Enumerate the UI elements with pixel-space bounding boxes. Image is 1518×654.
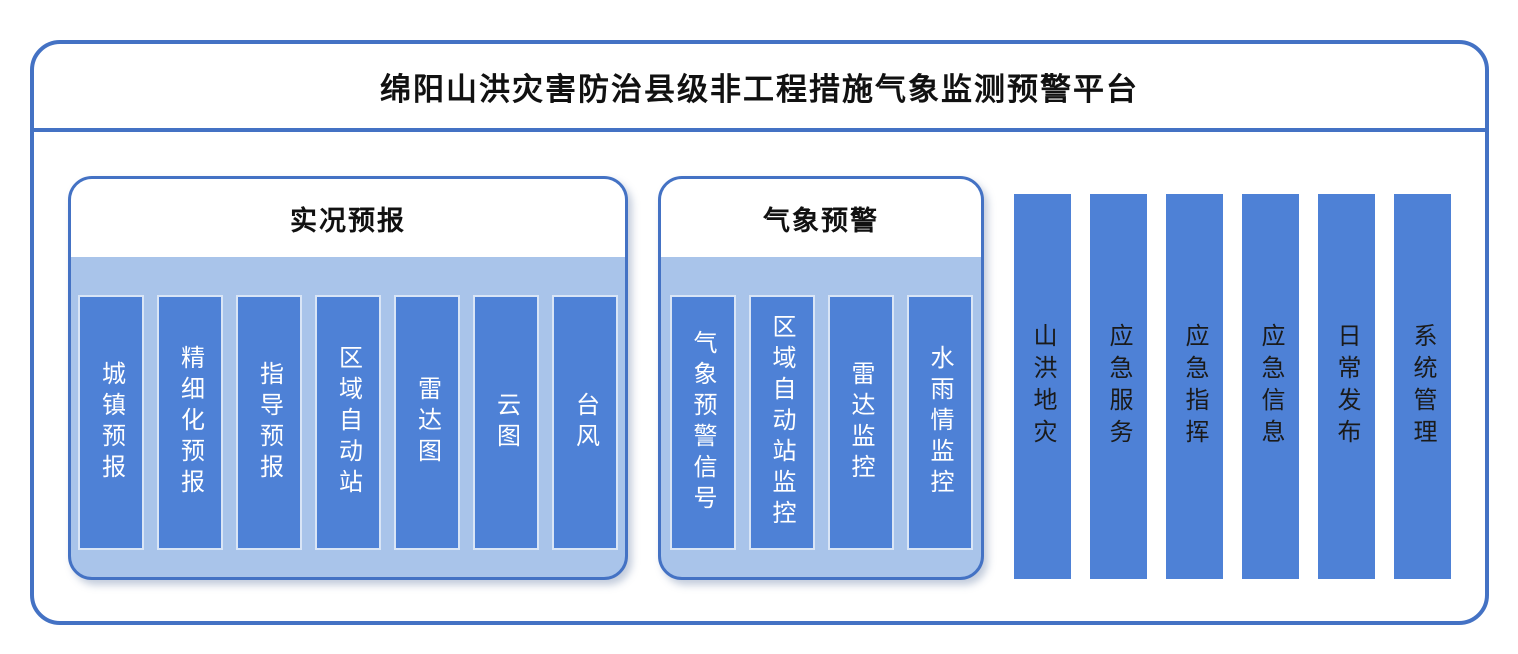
module-bar-emergency-command: 应急指挥: [1166, 194, 1223, 579]
module-bar-radar-monitor: 雷达监控: [827, 295, 894, 550]
module-bar-regional-auto-station: 区域自动站: [315, 295, 381, 550]
module-label: 区域自动站监控: [768, 314, 795, 531]
standalone-modules: 山洪地灾 应急服务 应急指挥 应急信息 日常发布 系统管理: [1014, 194, 1451, 579]
module-label: 系统管理: [1409, 322, 1436, 451]
module-label: 云图: [492, 391, 520, 454]
group-weather-warning: 气象预警 气象预警信号 区域自动站监控 雷达监控 水雨情监控: [658, 176, 984, 580]
module-bar-warning-signal: 气象预警信号: [669, 295, 736, 550]
module-label: 水雨情监控: [926, 345, 953, 500]
module-label: 日常发布: [1333, 322, 1360, 451]
module-label: 应急指挥: [1181, 322, 1208, 451]
module-label: 台风: [571, 391, 599, 454]
page-title: 绵阳山洪灾害防治县级非工程措施气象监测预警平台: [34, 44, 1485, 132]
module-bar-typhoon: 台风: [552, 295, 618, 550]
module-label: 精细化预报: [176, 345, 204, 500]
module-bar-town-forecast: 城镇预报: [78, 295, 144, 550]
content-area: 实况预报 城镇预报 精细化预报 指导预报 区域自动站 雷达图 云图: [34, 132, 1485, 580]
module-label: 雷达图: [413, 376, 441, 469]
module-bar-water-rain-monitor: 水雨情监控: [906, 295, 973, 550]
module-bar-mountain-flood-geohazard: 山洪地灾: [1014, 194, 1071, 579]
group-weather-warning-body: 气象预警信号 区域自动站监控 雷达监控 水雨情监控: [661, 257, 981, 577]
module-bar-emergency-info: 应急信息: [1242, 194, 1299, 579]
module-label: 气象预警信号: [689, 329, 716, 516]
module-label: 城镇预报: [97, 360, 125, 485]
module-label: 指导预报: [255, 360, 283, 485]
module-bar-emergency-service: 应急服务: [1090, 194, 1147, 579]
module-bar-cloud-chart: 云图: [473, 295, 539, 550]
module-bar-refined-forecast: 精细化预报: [157, 295, 223, 550]
module-bar-system-management: 系统管理: [1394, 194, 1451, 579]
module-bar-radar-chart: 雷达图: [394, 295, 460, 550]
group-live-forecast: 实况预报 城镇预报 精细化预报 指导预报 区域自动站 雷达图 云图: [68, 176, 628, 580]
module-bar-daily-release: 日常发布: [1318, 194, 1375, 579]
group-weather-warning-title: 气象预警: [661, 179, 981, 257]
module-label: 应急信息: [1257, 322, 1284, 451]
module-label: 区域自动站: [334, 345, 362, 500]
module-label: 山洪地灾: [1029, 322, 1056, 451]
module-label: 应急服务: [1105, 322, 1132, 451]
group-live-forecast-title: 实况预报: [71, 179, 625, 257]
module-bar-guidance-forecast: 指导预报: [236, 295, 302, 550]
group-live-forecast-body: 城镇预报 精细化预报 指导预报 区域自动站 雷达图 云图 台风: [71, 257, 625, 577]
platform-frame: 绵阳山洪灾害防治县级非工程措施气象监测预警平台 实况预报 城镇预报 精细化预报 …: [30, 40, 1489, 625]
module-bar-auto-station-monitor: 区域自动站监控: [748, 295, 815, 550]
module-label: 雷达监控: [847, 360, 874, 485]
